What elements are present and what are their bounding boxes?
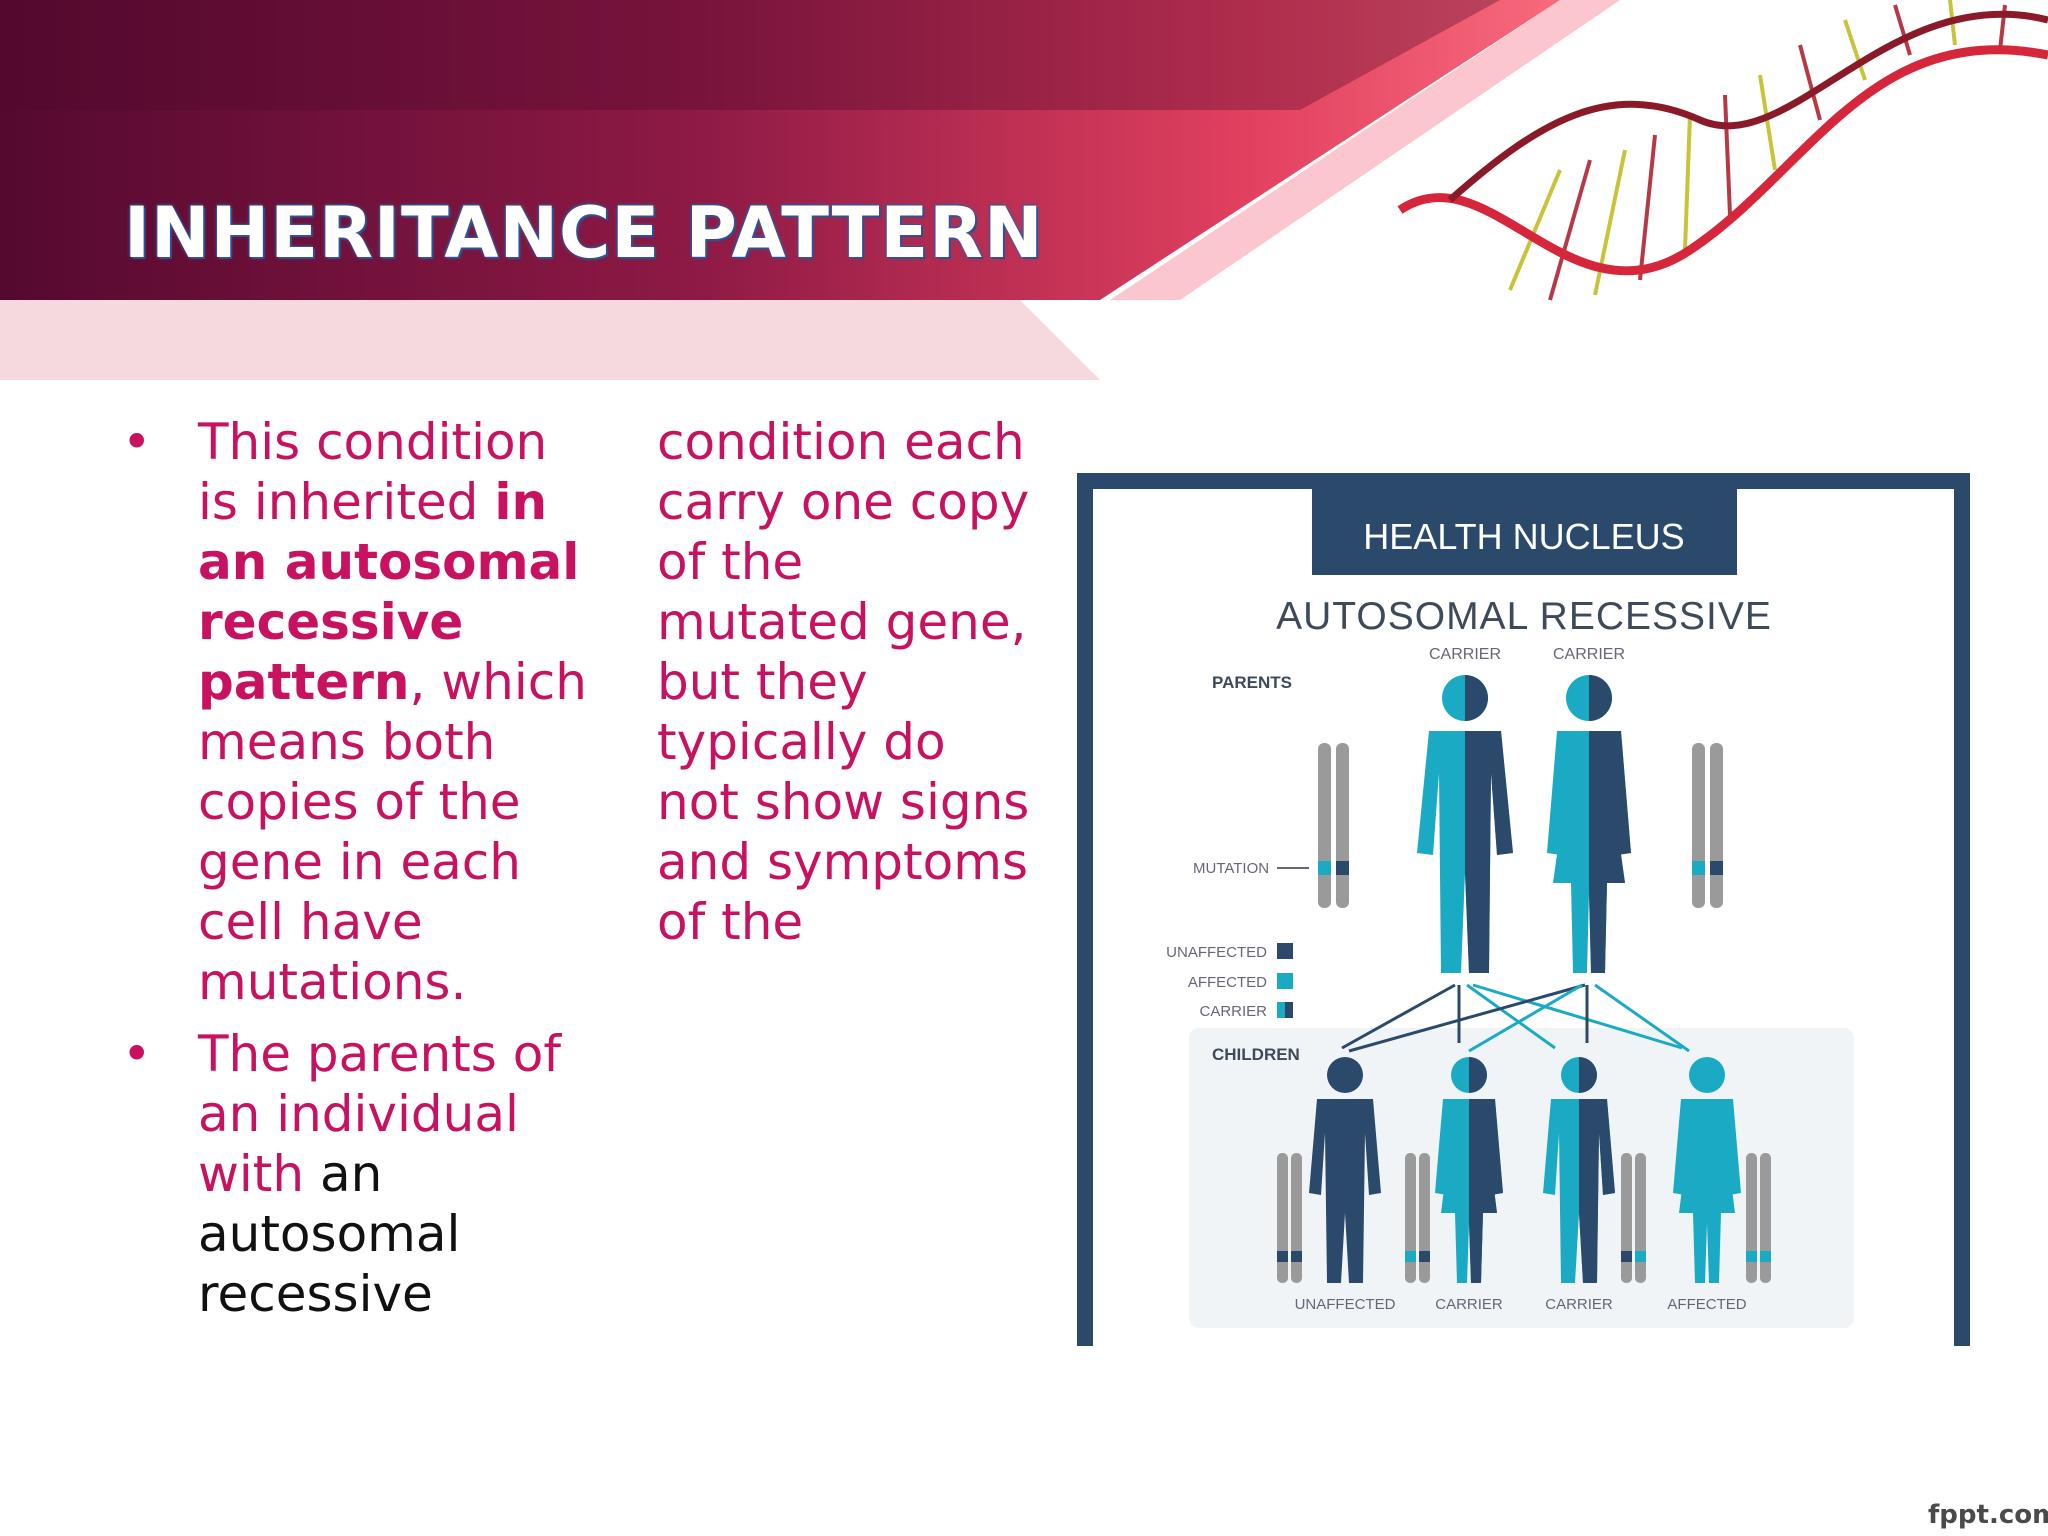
- bullet-line: The parents of: [198, 1024, 598, 1084]
- legend: UNAFFECTED AFFECTED CARRIER: [1166, 943, 1293, 1020]
- bullet-line: recessive: [198, 1264, 598, 1324]
- bullet-text-segment: copies of the: [198, 773, 521, 831]
- banner-box: [1312, 489, 1737, 575]
- continuation-line: but they: [657, 653, 868, 711]
- child-label-carrier-1: CARRIER: [1435, 1296, 1503, 1313]
- legend-label-affected: AFFECTED: [1188, 974, 1267, 991]
- slide-title: INHERITANCE PATTERN: [124, 192, 1044, 274]
- child-figure-carrier-1: [1435, 1057, 1503, 1283]
- child-figure-unaffected: [1309, 1057, 1381, 1283]
- chromosome-child-carrier-1: [1405, 1153, 1430, 1283]
- bullet-line: is inherited in: [198, 472, 598, 532]
- legend-swatch-affected: [1277, 973, 1293, 989]
- continuation-line: typically do: [657, 713, 946, 771]
- bullet-line: cell have: [198, 892, 598, 952]
- bullet-text-segment: This condition: [198, 413, 548, 471]
- chromosome-child-affected: [1746, 1153, 1771, 1283]
- chromosome-child-unaffected: [1277, 1153, 1302, 1283]
- bullet-text-segment: mutations.: [198, 953, 467, 1011]
- autosomal-recessive-diagram: HEALTH NUCLEUS AUTOSOMAL RECESSIVE CARRI…: [1075, 473, 1977, 1378]
- header-highlight: [1110, 0, 1620, 300]
- banner-text: HEALTH NUCLEUS: [1363, 516, 1684, 557]
- header-light-band: [0, 300, 1100, 380]
- header-shade: [0, 0, 1500, 110]
- mother-figure: [1547, 675, 1631, 973]
- bullet-text-segment: an: [319, 1145, 383, 1203]
- continuation-line: not show signs: [657, 773, 1030, 831]
- bullet-text-segment: an autosomal: [198, 533, 580, 591]
- bullet-line: copies of the: [198, 772, 598, 832]
- chromosome-left-parent: [1318, 743, 1349, 908]
- continuation-line: of the: [657, 533, 804, 591]
- father-figure: [1417, 675, 1513, 973]
- watermark-text: fppt.com: [1928, 1500, 2048, 1530]
- inheritance-arrows: [1341, 983, 1690, 1053]
- bullet-text-segment: , which: [409, 653, 587, 711]
- diagram-heading: AUTOSOMAL RECESSIVE: [1276, 595, 1772, 638]
- bullet-line: This condition: [198, 412, 598, 472]
- bullet-text-segment: an individual: [198, 1085, 519, 1143]
- bullet-line: an individual: [198, 1084, 598, 1144]
- bullet-line: recessive: [198, 592, 598, 652]
- parents-label: PARENTS: [1212, 673, 1292, 692]
- children-label: CHILDREN: [1212, 1045, 1300, 1064]
- child-label-carrier-2: CARRIER: [1545, 1296, 1613, 1313]
- bullet-text-segment: pattern: [198, 653, 410, 711]
- bullet-text-segment: cell have: [198, 893, 423, 951]
- bullet-text-segment: gene in each: [198, 833, 521, 891]
- bullet-line: an autosomal: [198, 532, 598, 592]
- bullet-text-segment: recessive: [198, 593, 464, 651]
- bullet-text-segment: is inherited: [198, 473, 495, 531]
- mutation-label: MUTATION: [1193, 860, 1269, 877]
- child-figure-carrier-2: [1543, 1057, 1615, 1283]
- header-background: [0, 0, 1620, 380]
- bullet-text-segment: means both: [198, 713, 496, 771]
- child-label-unaffected: UNAFFECTED: [1295, 1296, 1396, 1313]
- continuation-line: and symptoms: [657, 833, 1028, 891]
- bullet-text-segment: with: [198, 1145, 320, 1203]
- child-label-affected: AFFECTED: [1667, 1296, 1746, 1313]
- footer-watermark: fppt.com: [1928, 1496, 2048, 1536]
- legend-swatch-carrier-left: [1277, 1002, 1285, 1018]
- bullet-text-segment: autosomal: [198, 1205, 461, 1263]
- continuation-line: mutated gene,: [657, 593, 1027, 651]
- bullet-line: pattern, which: [198, 652, 598, 712]
- legend-swatch-unaffected: [1277, 943, 1293, 959]
- chromosome-child-carrier-2: [1621, 1153, 1646, 1283]
- bullet-text-segment: in: [494, 473, 548, 531]
- bullet-line: mutations.: [198, 952, 598, 1012]
- legend-swatch-carrier-right: [1285, 1002, 1293, 1018]
- bullet-text-segment: recessive: [198, 1265, 433, 1323]
- continuation-line: condition each: [657, 413, 1025, 471]
- bullet-line: autosomal: [198, 1204, 598, 1264]
- bullet-dot: •: [122, 1025, 152, 1083]
- continuation-line: carry one copy: [657, 473, 1030, 531]
- parent-label-father: CARRIER: [1429, 646, 1501, 663]
- child-figure-affected: [1673, 1057, 1741, 1283]
- header-gradient-band: [0, 0, 1560, 300]
- slide-header: INHERITANCE PATTERN: [0, 0, 2048, 380]
- continuation-line: of the: [657, 893, 804, 951]
- bullet-line: means both: [198, 712, 598, 772]
- legend-label-carrier: CARRIER: [1199, 1003, 1267, 1020]
- diagram-bottom-fade: [1075, 1346, 1972, 1376]
- dna-helix-image: [1397, 0, 2048, 301]
- bullet-line: gene in each: [198, 832, 598, 892]
- chromosome-right-parent: [1692, 743, 1723, 908]
- bullet-text-segment: The parents of: [198, 1025, 561, 1083]
- bullet-line: with an: [198, 1144, 598, 1204]
- parent-label-mother: CARRIER: [1553, 646, 1625, 663]
- bullet-dot: •: [122, 413, 152, 471]
- legend-label-unaffected: UNAFFECTED: [1166, 944, 1267, 961]
